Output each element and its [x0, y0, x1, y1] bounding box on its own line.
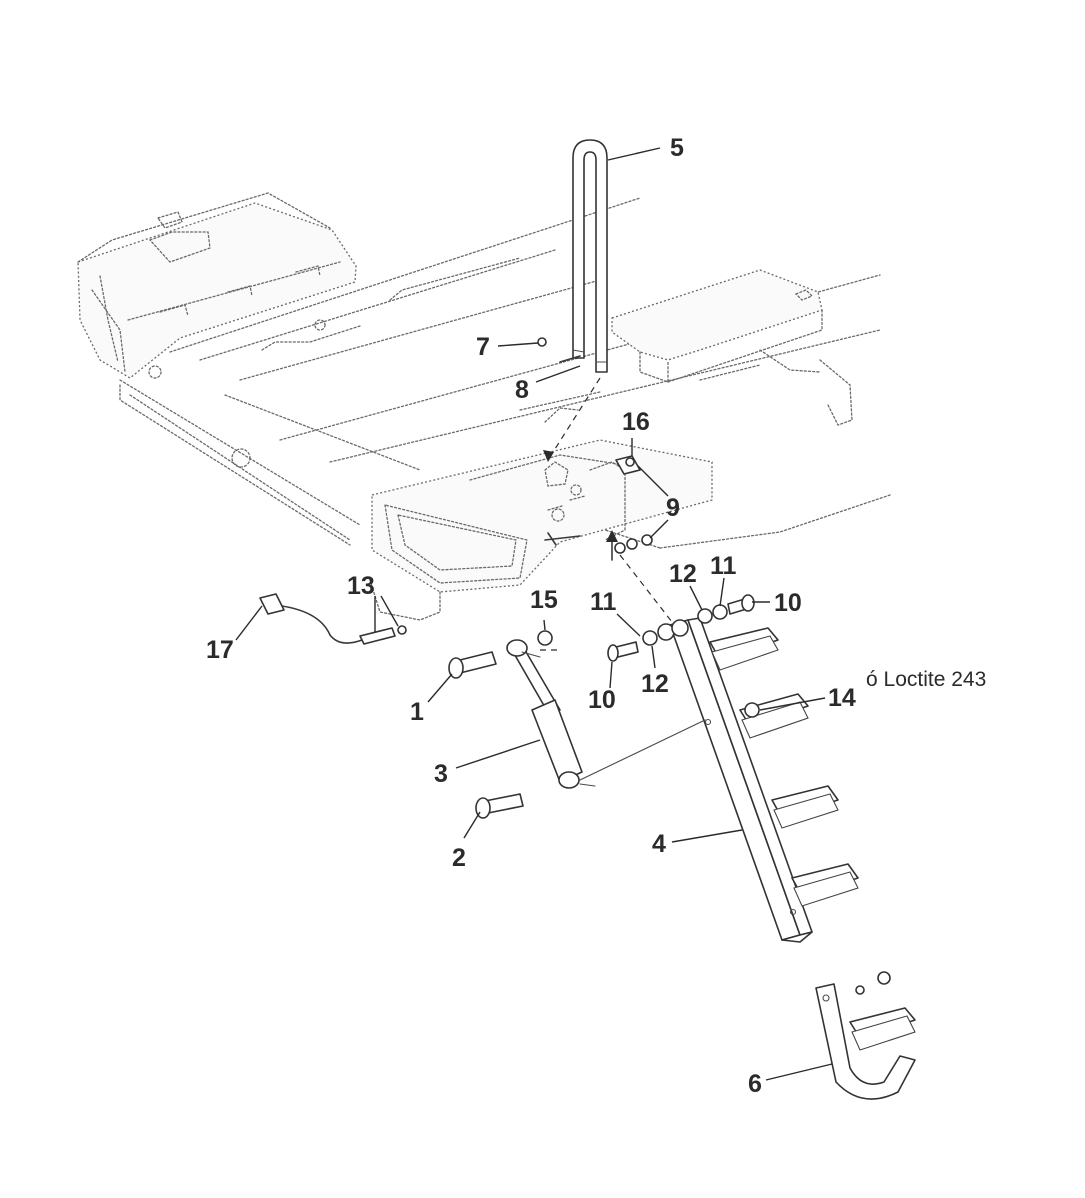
strut-bolt-lower: [475, 793, 524, 819]
mount-hardware: [544, 455, 653, 554]
strut-bolt-upper: [448, 651, 497, 679]
callout-10-upper: 10: [774, 589, 802, 617]
callout-12-upper: 12: [669, 560, 697, 588]
callout-10-lower: 10: [588, 686, 616, 714]
callout-1: 1: [410, 698, 424, 726]
switch-connector: [359, 625, 407, 645]
chassis-outline: [77, 192, 891, 621]
callout-14: 14: [828, 684, 856, 712]
callout-15: 15: [530, 586, 558, 614]
callout-16: 16: [622, 408, 650, 436]
callout-11-lower: 11: [590, 588, 617, 616]
lock-nut-15: [537, 630, 553, 646]
callout-9: 9: [666, 494, 680, 522]
pivot-hardware-right: [697, 594, 755, 624]
callout-2: 2: [452, 844, 466, 872]
callout-3: 3: [434, 760, 448, 788]
callout-numbers: 5 7 8 16 9 12 11 10 11 12 10 15 13 17 1 …: [206, 134, 986, 1098]
single-step: [815, 971, 916, 1100]
loctite-note: ó Loctite 243: [866, 668, 986, 691]
callout-5: 5: [670, 134, 684, 162]
callout-8: 8: [515, 376, 529, 404]
retaining-pin: [537, 337, 581, 363]
handrail: [572, 139, 608, 373]
callout-7: 7: [476, 333, 490, 361]
pivot-hardware-left: [607, 619, 689, 662]
step-ladder: [669, 617, 859, 943]
lock-nut-14: [744, 702, 760, 718]
callout-12-lower: 12: [641, 670, 669, 698]
strut-pin-lower: [579, 783, 596, 787]
callout-4: 4: [652, 830, 666, 858]
callout-13: 13: [347, 572, 375, 600]
proximity-switch: [259, 593, 363, 644]
assembly-lines: [540, 377, 706, 781]
strut-pin-upper: [521, 651, 541, 658]
leader-lines: [235, 147, 833, 1081]
callout-17: 17: [206, 636, 234, 664]
gas-strut: [506, 639, 583, 789]
callout-11-upper: 11: [710, 552, 737, 580]
callout-6: 6: [748, 1070, 762, 1098]
